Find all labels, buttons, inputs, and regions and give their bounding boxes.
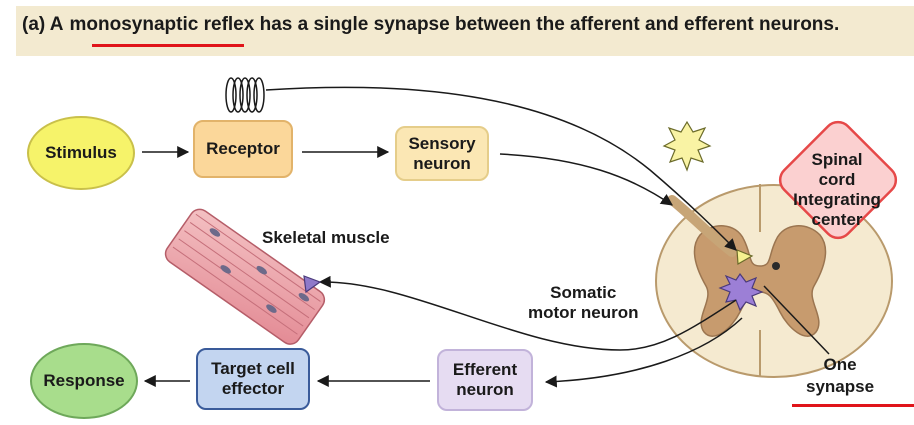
stimulus-label: Stimulus [45, 143, 117, 162]
somatic-motor-neuron-label: Somatic motor neuron [528, 283, 639, 323]
title-prefix: (a) A [22, 14, 64, 35]
sensory-neuron-node: Sensory neuron [395, 126, 489, 181]
efferent-line-1: Efferent [452, 360, 518, 379]
neuromuscular-junction-icon [303, 275, 322, 294]
center-line: center [811, 210, 863, 229]
skeletal-muscle-illustration [164, 208, 326, 345]
title-band [16, 6, 914, 56]
one-synapse-label: One synapse [806, 354, 874, 398]
receptor-node: Receptor [193, 120, 293, 178]
synapse-pointer-line [763, 285, 830, 355]
integrating-center-diamond [778, 120, 898, 240]
sensory-to-cord-arrow [499, 153, 673, 206]
title-rest: has a single synapse between the afferen… [259, 14, 840, 35]
one-synapse-underline [792, 404, 914, 407]
receptor-label: Receptor [206, 139, 280, 158]
response-node: Response [30, 343, 138, 419]
term-underline [92, 44, 244, 47]
one-synapse-line-2: synapse [806, 377, 875, 396]
starburst-neuron-icon [662, 120, 712, 172]
target-line-2: effector [221, 379, 285, 398]
title-term: monosynaptic reflex [69, 14, 255, 35]
sensory-line-2: neuron [413, 153, 471, 173]
target-line-1: Target cell [211, 359, 295, 378]
motor-axon [318, 275, 737, 351]
efferent-line-2: neuron [456, 380, 514, 399]
one-synapse-line-1: One [823, 355, 857, 374]
skeletal-muscle-label: Skeletal muscle [262, 228, 390, 247]
cord-to-efferent-arrow [544, 317, 743, 388]
target-cell-node: Target cell effector [196, 348, 310, 410]
stimulus-node: Stimulus [27, 116, 135, 190]
somatic-line-2: motor neuron [528, 303, 639, 322]
response-label: Response [43, 371, 125, 390]
efferent-neuron-node: Efferent neuron [437, 349, 533, 411]
sensory-line-1: Sensory [408, 133, 476, 153]
receptor-coil-icon [225, 77, 265, 113]
spinal-line: Spinal [811, 150, 863, 169]
integrating-center-label: Spinal cord Integrating center [778, 150, 896, 230]
integrating-line: Integrating [793, 190, 881, 209]
somatic-line-1: Somatic [550, 283, 617, 302]
sensory-axon [265, 86, 737, 251]
cord-line: cord [818, 170, 856, 189]
